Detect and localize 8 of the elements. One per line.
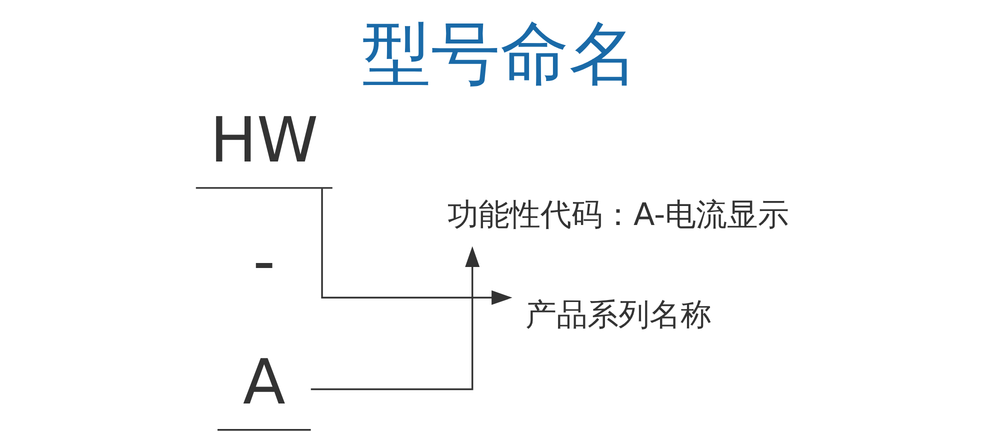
label: - [252,224,276,298]
diagram-title: 型号命名 [362,14,638,94]
node-text: 产品系列名称 [525,297,712,334]
node-text: 功能性代码：A-电流显示 [447,196,790,233]
arrow [321,188,512,305]
arrow [310,246,480,390]
node-text: HW [210,104,318,177]
node-text: A [242,346,286,419]
